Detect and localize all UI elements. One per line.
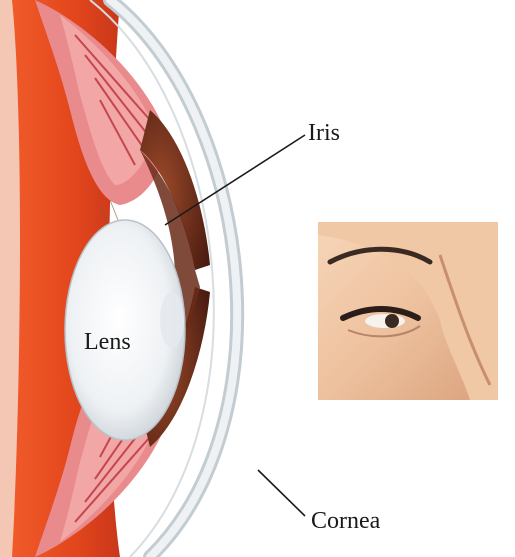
cornea-leader-line <box>258 470 305 516</box>
face-profile-inset <box>318 222 498 400</box>
lens-label: Lens <box>84 329 131 355</box>
iris-label: Iris <box>308 120 340 146</box>
cornea-label: Cornea <box>311 508 381 534</box>
